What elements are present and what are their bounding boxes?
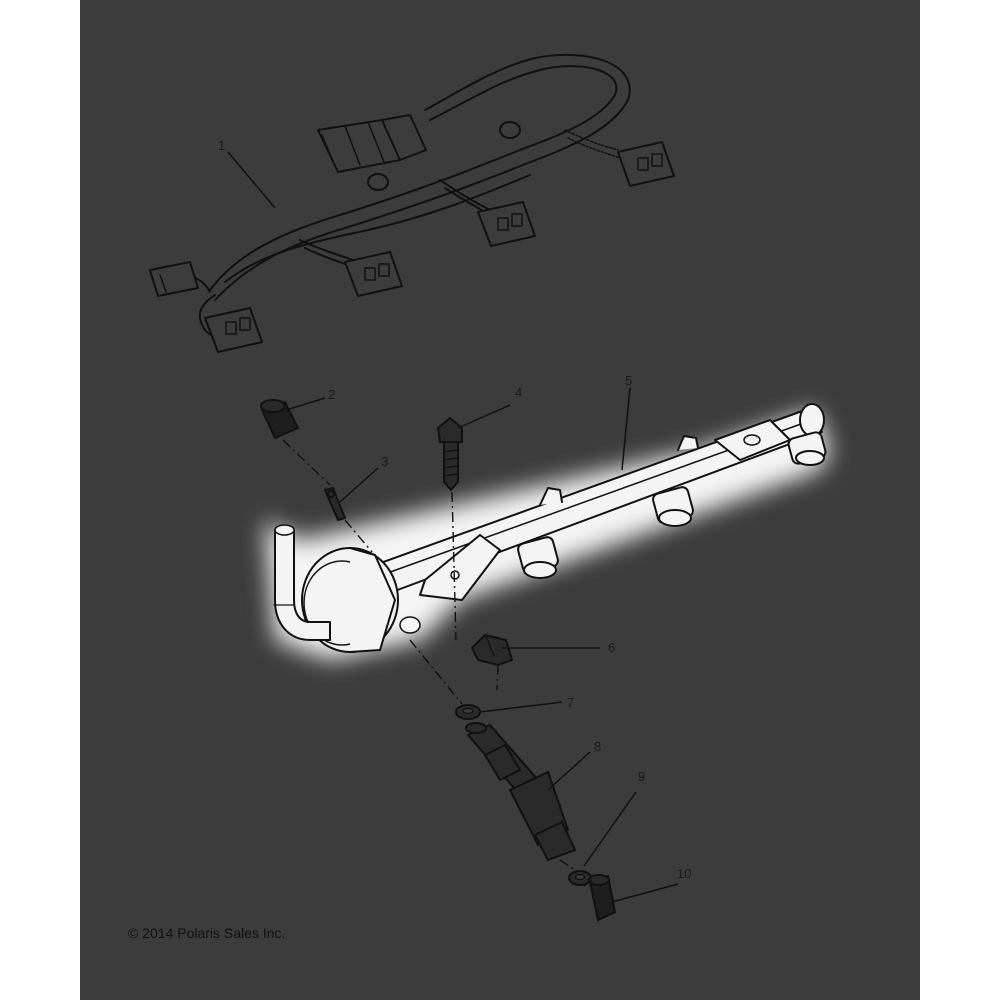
callout-10: 10 [677, 866, 692, 881]
callout-leader-lines [227, 151, 679, 903]
assembly-centerlines [282, 439, 595, 887]
copyright-notice: © 2014 Polaris Sales Inc. [128, 925, 286, 941]
callout-2: 2 [328, 387, 336, 402]
rail-end-cap [260, 399, 300, 440]
wiring-harness [149, 53, 675, 353]
upper-o-ring [455, 704, 481, 720]
fuel-rail [273, 403, 827, 653]
schrader-valve [323, 486, 347, 522]
callout-1: 1 [218, 138, 226, 153]
callout-6: 6 [608, 640, 616, 655]
lower-o-ring [568, 870, 592, 886]
callout-5: 5 [625, 373, 633, 388]
callout-9: 9 [638, 769, 646, 784]
callout-8: 8 [594, 739, 602, 754]
injector-cap [588, 874, 617, 922]
injector-clip [470, 633, 514, 667]
fuel-injector [465, 722, 577, 862]
callout-3: 3 [381, 454, 389, 469]
mounting-bolt [436, 416, 463, 492]
callout-4: 4 [515, 385, 523, 400]
callout-7: 7 [567, 695, 575, 710]
